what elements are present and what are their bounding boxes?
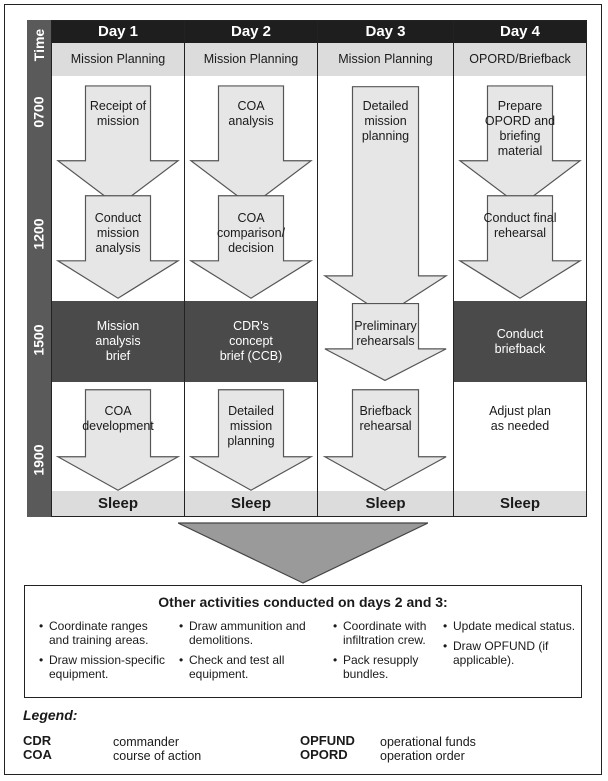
legend-abbr: CDR [23,733,52,748]
activity-item: Check and test all equipment. [179,653,319,681]
day-4-header: Day 4 [454,21,586,43]
other-activities-box: Other activities conducted on days 2 and… [24,585,582,698]
day-2-phase: Mission Planning [185,43,317,76]
arrow-down-icon [458,85,582,207]
activity-item: Update medical status. [443,619,577,633]
time-bar [27,20,51,517]
arrow-down-icon [189,85,313,207]
legend-meaning: operational funds [380,735,476,749]
other-activities-title: Other activities conducted on days 2 and… [158,594,448,610]
legend-meaning: course of action [113,749,202,763]
day-4-sleep: Sleep [454,491,586,516]
arrow-down-icon [55,389,181,491]
time-1200: 1200 [31,218,47,250]
activities-column-2: Draw ammunition and demolitions. Check a… [179,619,319,687]
arrow-down-icon [188,195,314,299]
legend-abbr: OPFUND [300,733,355,748]
day-1-phase: Mission Planning [52,43,184,76]
arrow-down-icon [324,302,447,382]
time-0700: 0700 [31,96,47,128]
time-1500: 1500 [31,324,47,356]
activity-item: Draw ammunition and demolitions. [179,619,319,647]
activity-item: Draw mission-specific equipment. [39,653,169,681]
arrow-down-icon [457,195,583,299]
day-3-sleep: Sleep [318,491,453,516]
arrow-down-icon [322,389,447,491]
legend-meaning: operation order [380,749,465,763]
activities-column-1: Coordinate ranges and training areas. Dr… [39,619,169,687]
activity-item: Coordinate with infiltration crew. [333,619,439,647]
legend-abbr: OPORD [300,747,348,762]
legend-title: Legend: [23,707,78,723]
activity-item: Draw OPFUND (if applicable). [443,639,577,667]
activity-item: Pack resupply bundles. [333,653,439,681]
day-3-phase: Mission Planning [318,43,453,76]
big-down-arrow-icon [178,522,428,584]
day-2-header: Day 2 [185,21,317,43]
arrow-down-icon [55,195,181,299]
activities-column-4: Update medical status. Draw OPFUND (if a… [443,619,577,673]
time-label: Time [31,28,47,62]
arrow-down-icon [322,86,449,317]
legend-meaning: commander [113,735,179,749]
arrow-down-icon [188,389,314,491]
day-3-header: Day 3 [318,21,453,43]
activity-item: Coordinate ranges and training areas. [39,619,169,647]
day-2-sleep: Sleep [185,491,317,516]
day-1-sleep: Sleep [52,491,184,516]
arrow-down-icon [56,85,180,207]
day-4-phase: OPORD/Briefback [454,43,586,76]
legend-abbr: COA [23,747,52,762]
day-1-header: Day 1 [52,21,184,43]
time-1900: 1900 [31,444,47,476]
figure-frame [4,4,602,775]
activities-column-3: Coordinate with infiltration crew. Pack … [333,619,439,687]
